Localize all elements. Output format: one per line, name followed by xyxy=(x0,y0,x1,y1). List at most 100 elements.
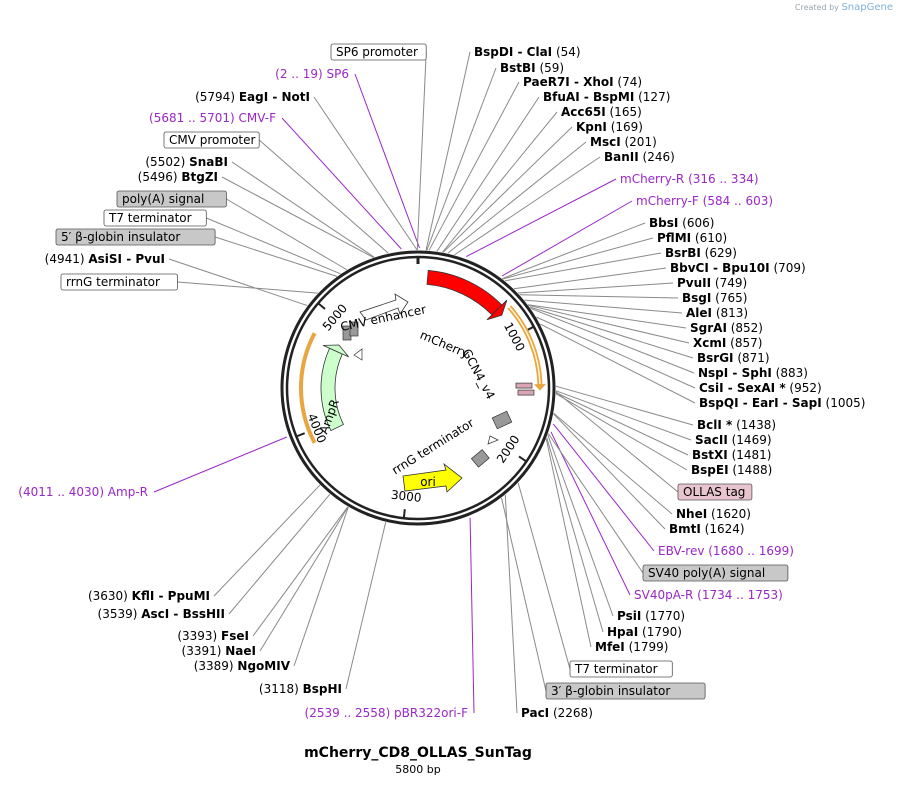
credit-brand: SnapGene xyxy=(841,2,893,13)
restriction-site-right: HpaI (1790) xyxy=(607,625,682,639)
enzyme-name: BfuAI xyxy=(543,90,580,104)
site-position: (1620) xyxy=(707,507,751,521)
box-frame xyxy=(545,682,706,700)
boxed-feature-label: OLLAS tag xyxy=(677,483,753,501)
enzyme-name: - XhoI xyxy=(570,75,614,89)
gcn4-arrow-head xyxy=(533,383,546,391)
site-position: (5794) xyxy=(195,90,239,104)
primer-leader xyxy=(469,517,475,714)
site-leader xyxy=(529,306,694,359)
restriction-site-left: (4941) AsiSI - PvuI xyxy=(45,252,165,266)
primer-leader xyxy=(281,117,402,250)
restriction-site-left: (3118) BspHI xyxy=(259,682,342,696)
restriction-site-right: BbsI (606) xyxy=(649,216,714,230)
enzyme-name: PvuII xyxy=(677,276,711,290)
restriction-site-right: BbvCI - Bpu10I (709) xyxy=(670,261,806,275)
site-text: BsrBI (629) xyxy=(665,246,737,260)
restriction-site-left: (3630) KflI - PpuMI xyxy=(88,589,210,603)
site-position: (1481) xyxy=(728,448,772,462)
small-term-arrow xyxy=(487,435,499,445)
enzyme-name: - NotI xyxy=(268,90,310,104)
site-text: BstXI (1481) xyxy=(692,448,771,462)
inner-strand xyxy=(285,255,551,521)
feature-label: ori xyxy=(420,475,436,489)
restriction-site-right: PacI (2268) xyxy=(521,706,593,720)
site-text: BbvCI - Bpu10I (709) xyxy=(670,261,806,275)
site-leader xyxy=(555,385,694,426)
enzyme-name: Acc65I xyxy=(561,105,606,119)
site-leader xyxy=(259,506,349,652)
box-frame xyxy=(569,660,673,678)
enzyme-name: - SexAI * xyxy=(724,381,787,395)
site-position: (852) xyxy=(727,321,763,335)
site-leader xyxy=(177,281,318,294)
restriction-site-right: BspEI (1488) xyxy=(691,463,772,477)
restriction-site-right: BstXI (1481) xyxy=(692,448,771,462)
enzyme-name: NheI xyxy=(676,507,707,521)
site-position: (1469) xyxy=(728,433,772,447)
site-leader xyxy=(527,304,687,329)
gcn4-arc-inner xyxy=(508,306,541,387)
restriction-site-right: PvuII (749) xyxy=(677,276,747,290)
enzyme-name: PaeR7I xyxy=(523,75,570,89)
primer-leader xyxy=(552,423,655,552)
restriction-site-right: BsrGI (871) xyxy=(697,351,770,365)
site-position: (813) xyxy=(712,306,748,320)
leader-lines xyxy=(153,51,696,714)
site-leader xyxy=(517,482,571,670)
enzyme-name: - SphI xyxy=(728,366,772,380)
site-position: (2268) xyxy=(549,706,593,720)
restriction-site-right: BsrBI (629) xyxy=(665,246,737,260)
site-leader xyxy=(442,126,573,253)
enzyme-name: SgrAI xyxy=(690,321,727,335)
site-position: (1438) xyxy=(732,418,776,432)
site-text: BanII (246) xyxy=(604,150,675,164)
enzyme-name: AsiSI xyxy=(88,252,122,266)
site-text: BsrGI (871) xyxy=(697,351,770,365)
restriction-site-left: (3393) FseI xyxy=(177,629,249,643)
restriction-site-right: NspI - SphI (883) xyxy=(698,366,808,380)
site-leader xyxy=(442,111,558,253)
enzyme-name: NspI xyxy=(698,366,728,380)
site-leader xyxy=(252,506,349,637)
restriction-site-left: (5794) EagI - NotI xyxy=(195,90,310,104)
restriction-site-right: BanII (246) xyxy=(604,150,675,164)
box-text: rrnG terminator xyxy=(66,275,160,289)
ollas-block xyxy=(515,382,533,389)
site-text: Acc65I (165) xyxy=(561,105,642,119)
amp-r-primer-arc xyxy=(299,332,317,444)
site-leader xyxy=(555,392,689,456)
cmv-enhancer-arrow xyxy=(359,293,409,321)
primer-label: EBV-rev (1680 .. 1699) xyxy=(658,544,794,558)
enzyme-name: BbvCI xyxy=(670,261,709,275)
ori-arrow xyxy=(402,462,463,493)
ampr-arrow-head xyxy=(322,344,349,358)
site-leader xyxy=(501,497,547,692)
boxed-feature-label: CMV promoter xyxy=(163,131,260,149)
site-leader xyxy=(555,390,692,441)
enzyme-name: - BspMI xyxy=(580,90,635,104)
site-leader xyxy=(213,484,321,597)
restriction-site-left: (5502) SnaBI xyxy=(145,155,228,169)
site-text: PflMI (610) xyxy=(657,231,727,245)
mcherry-arrow-head xyxy=(486,299,508,321)
primer-label: SV40pA-R (1734 .. 1753) xyxy=(634,588,783,602)
primer-leader xyxy=(550,431,631,596)
primer-label: mCherry-F (584 .. 603) xyxy=(636,194,773,208)
site-text: (3539) AscI - BssHII xyxy=(98,607,225,621)
site-position: (127) xyxy=(634,90,670,104)
site-text: BsgI (765) xyxy=(682,291,747,305)
box-text: SV40 poly(A) signal xyxy=(648,566,765,580)
boxed-feature-label: poly(A) signal xyxy=(116,190,227,208)
boxed-feature-label: 5′ β-globin insulator xyxy=(55,228,216,246)
restriction-site-right: MscI (201) xyxy=(590,135,657,149)
enzyme-name: BclI * xyxy=(697,418,733,432)
enzyme-name: BsrGI xyxy=(697,351,734,365)
site-position: (709) xyxy=(770,261,806,275)
site-position: (3391) xyxy=(182,644,226,658)
site-leader xyxy=(546,437,604,633)
restriction-site-right: XcmI (857) xyxy=(693,336,762,350)
site-text: PaeR7I - XhoI (74) xyxy=(523,75,642,89)
enzyme-name: HpaI xyxy=(607,625,638,639)
